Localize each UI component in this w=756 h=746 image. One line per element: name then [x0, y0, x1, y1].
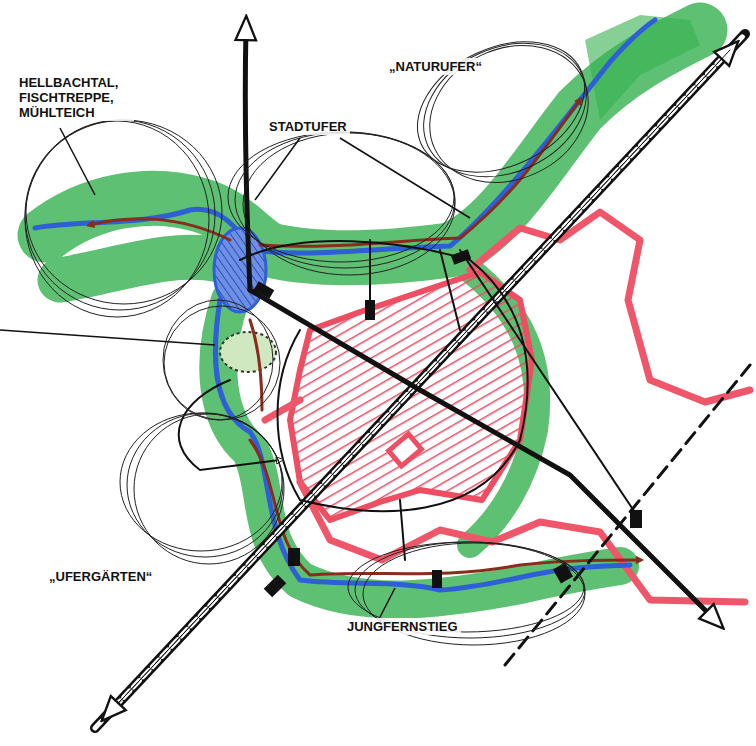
area-label: JUNGFERNSTIEG	[344, 618, 461, 635]
area-label: „NATURUFER“	[386, 58, 485, 75]
area-label: HELLBACHTAL, FISCHTREPPE, MÜHLTEICH	[16, 74, 134, 121]
area-label: „UFERGÄRTEN“	[46, 568, 155, 585]
area-label: STADTUFER	[266, 118, 350, 135]
